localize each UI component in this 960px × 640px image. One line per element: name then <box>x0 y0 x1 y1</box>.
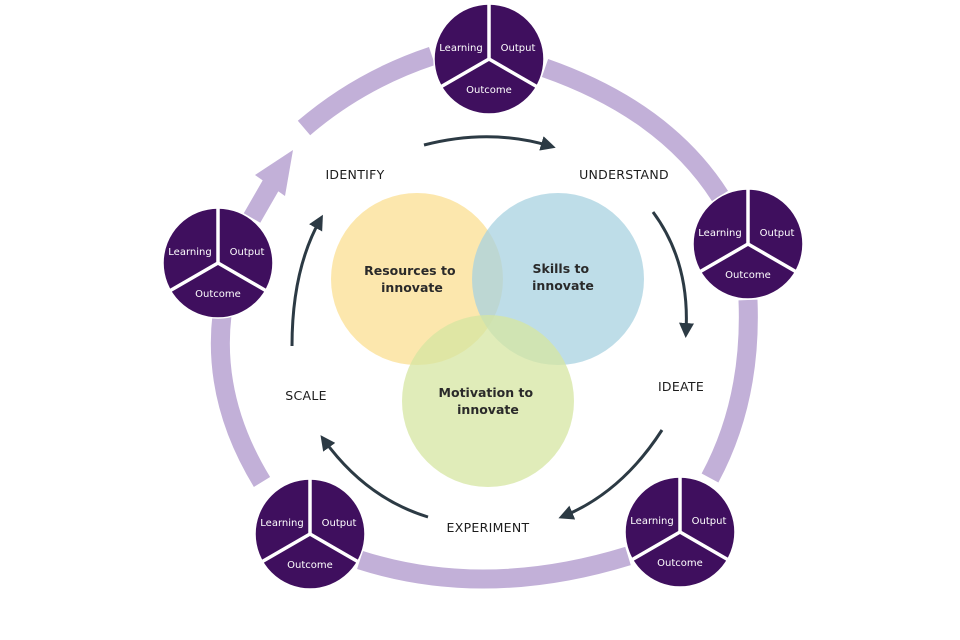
ring-arc-right <box>701 299 758 483</box>
stage-labels: IDENTIFY UNDERSTAND IDEATE EXPERIMENT SC… <box>285 167 704 535</box>
node-label-learning: Learning <box>260 518 303 529</box>
inner-cycle-arrows <box>290 135 694 520</box>
node-label-outcome: Outcome <box>466 85 512 96</box>
ring-arrowhead <box>255 150 293 196</box>
node-label-outcome: Outcome <box>725 270 771 281</box>
stage-label-scale: SCALE <box>285 388 327 403</box>
stage-label-experiment: EXPERIMENT <box>447 520 530 535</box>
node-label-output: Output <box>501 43 536 54</box>
node-label-learning: Learning <box>439 43 482 54</box>
node-divider <box>261 532 311 564</box>
node-divider <box>309 532 359 564</box>
node-label-outcome: Outcome <box>657 558 703 569</box>
venn-diagram: Resources to innovate Skills to innovate… <box>331 193 644 487</box>
venn-label-resources: Resources to innovate <box>364 263 460 295</box>
node-divider <box>747 242 797 274</box>
outer-ring <box>210 46 758 589</box>
venn-circle-motivation <box>402 315 574 487</box>
node-label-outcome: Outcome <box>287 560 333 571</box>
arrow-understand-to-ideate <box>651 211 694 338</box>
node-divider <box>699 242 749 274</box>
node-divider <box>488 57 538 89</box>
arrow-experiment-to-scale <box>320 435 429 519</box>
node-label-output: Output <box>230 247 265 258</box>
stage-label-identify: IDENTIFY <box>325 167 384 182</box>
node-divider <box>169 261 219 293</box>
node-label-learning: Learning <box>630 516 673 527</box>
arrow-identify-to-understand <box>423 135 556 151</box>
node-label-output: Output <box>322 518 357 529</box>
node-label-output: Output <box>692 516 727 527</box>
node-divider <box>217 261 267 293</box>
ring-arc-top-right <box>541 59 729 202</box>
ring-arc-left <box>210 313 271 487</box>
stage-label-understand: UNDERSTAND <box>579 167 669 182</box>
node-divider <box>679 530 729 562</box>
node-label-learning: Learning <box>698 228 741 239</box>
arrow-scale-to-identify <box>290 214 323 347</box>
venn-label-motivation: Motivation to innovate <box>439 385 538 417</box>
ring-arc-bottom <box>357 546 631 589</box>
node-label-output: Output <box>760 228 795 239</box>
node-divider <box>440 57 490 89</box>
venn-label-skills: Skills to innovate <box>532 261 594 293</box>
node-divider <box>631 530 681 562</box>
arrow-ideate-to-experiment <box>558 429 664 520</box>
node-label-learning: Learning <box>168 247 211 258</box>
ring-arc-top-left <box>297 46 436 136</box>
node-label-outcome: Outcome <box>195 289 241 300</box>
stage-label-ideate: IDEATE <box>658 379 704 394</box>
